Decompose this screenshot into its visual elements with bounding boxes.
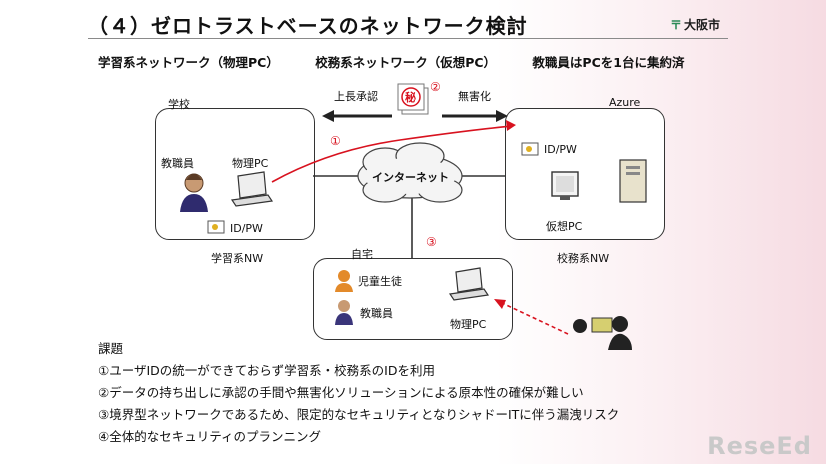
- logo-text: 大阪市: [684, 18, 721, 32]
- approval-arrow: [322, 110, 392, 122]
- shadow-it-arrowhead: [494, 299, 506, 309]
- virtual-pc-label: 仮想PC: [546, 220, 583, 233]
- title-divider: [88, 38, 728, 39]
- home-pc-label: 物理PC: [450, 318, 487, 331]
- issue-item-1: ①ユーザIDの統一ができておらず学習系・校務系のIDを利用: [98, 363, 435, 378]
- admin-nw-label: 校務系NW: [557, 252, 610, 265]
- hacker-icon: [573, 316, 632, 350]
- issues-heading: 課題: [98, 341, 124, 356]
- physical-pc-label: 物理PC: [232, 157, 269, 170]
- sanitize-arrow: [442, 110, 508, 122]
- student-person-icon: [335, 270, 353, 292]
- watermark-logo: ReseEd: [707, 432, 812, 460]
- page-title: （４）ゼロトラストベースのネットワーク検討: [88, 14, 528, 38]
- learning-nw-label: 学習系NW: [211, 252, 264, 265]
- marker-2: ②: [430, 80, 441, 94]
- home-label: 自宅: [351, 248, 373, 261]
- student-label: 児童生徒: [358, 275, 402, 288]
- remote-access-curve: [271, 125, 513, 183]
- marker-3: ③: [426, 235, 437, 249]
- osaka-city-logo: 〒大阪市: [670, 16, 720, 33]
- monitor-icon: [551, 171, 579, 200]
- subtitle-admin: 校務系ネットワーク（仮想PC）: [315, 55, 497, 70]
- internet-cloud-icon: [357, 142, 463, 203]
- teacher-label: 教職員: [161, 157, 194, 170]
- home-teacher-person-icon: [335, 300, 353, 325]
- school-label: 学校: [168, 98, 190, 111]
- home-teacher-label: 教職員: [360, 307, 393, 320]
- idpw-azure-label: ID/PW: [544, 143, 577, 156]
- id-certificate-icon: [521, 142, 539, 156]
- issue-item-2: ②データの持ち出しに承認の手間や無害化ソリューションによる原本性の確保が難しい: [98, 385, 584, 400]
- secret-char: 秘: [405, 91, 416, 104]
- teacher-person-icon: [180, 173, 208, 212]
- city-mark-icon: 〒: [670, 18, 683, 32]
- id-certificate-icon: [207, 220, 225, 234]
- shadow-it-dashed-line: [499, 301, 569, 335]
- subtitle-learning: 学習系ネットワーク（物理PC）: [98, 55, 279, 70]
- marker-1: ①: [330, 134, 341, 148]
- subtitle-teacher: 教職員はPCを1台に集約済: [532, 55, 685, 70]
- server-icon: [619, 159, 647, 203]
- sanitize-label: 無害化: [458, 90, 491, 103]
- secret-document-icon: [397, 83, 429, 115]
- issue-item-3: ③境界型ネットワークであるため、限定的なセキュリティとなりシャドーITに伴う漏洩…: [98, 407, 620, 422]
- internet-label: インターネット: [372, 171, 449, 184]
- azure-label: Azure: [609, 96, 641, 109]
- approval-label: 上長承認: [334, 90, 378, 103]
- subtitle-row: 学習系ネットワーク（物理PC） 校務系ネットワーク（仮想PC） 教職員はPCを1…: [98, 52, 702, 71]
- issue-item-4: ④全体的なセキュリティのプランニング: [98, 429, 321, 444]
- laptop-icon: [230, 171, 274, 207]
- remote-access-arrowhead: [506, 120, 516, 131]
- home-laptop-icon: [448, 267, 490, 301]
- idpw-school-label: ID/PW: [230, 222, 263, 235]
- issues-section: 課題 ①ユーザIDの統一ができておらず学習系・校務系のIDを利用 ②データの持ち…: [98, 338, 619, 448]
